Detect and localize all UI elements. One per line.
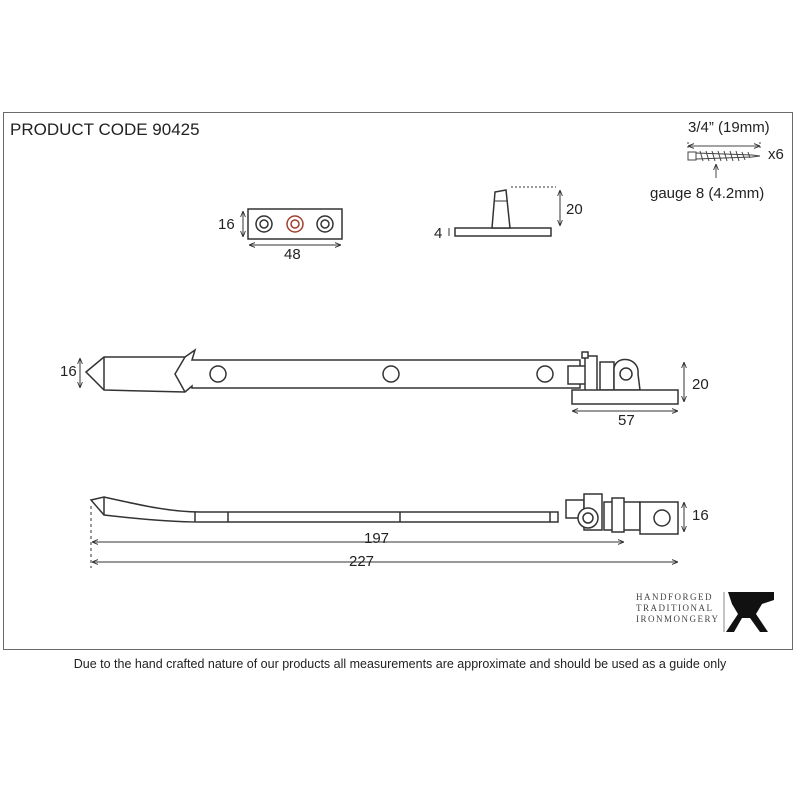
screw-icon [687, 142, 761, 178]
pin-plate-drawing [243, 208, 343, 245]
stay-side-height: 16 [692, 507, 709, 524]
bracket-height: 20 [692, 376, 709, 393]
pin-plate-height: 16 [218, 216, 235, 233]
brand-text: HANDFORGED TRADITIONAL IRONMONGERY [636, 592, 720, 625]
brand-line-2: TRADITIONAL [636, 603, 714, 613]
pin-base: 4 [434, 225, 443, 242]
stay-top-height: 16 [60, 363, 77, 380]
drawing-frame [3, 112, 793, 650]
screw-gauge: gauge 8 (4.2mm) [650, 185, 765, 202]
stay-side-view [89, 493, 684, 568]
pin-drawing [448, 186, 560, 237]
bracket-width: 57 [618, 412, 635, 429]
product-code: PRODUCT CODE 90425 [10, 120, 200, 139]
screw-length: 3/4” (19mm) [688, 119, 770, 136]
anvil-icon [726, 592, 774, 632]
brand-line-1: HANDFORGED [636, 592, 714, 602]
pin-plate-width: 48 [284, 246, 301, 263]
pin-height: 20 [566, 201, 583, 218]
stay-top-view [80, 348, 684, 411]
disclaimer: Due to the hand crafted nature of our pr… [73, 657, 727, 671]
overall-length: 227 [349, 553, 375, 570]
pivot-length: 197 [364, 530, 390, 547]
brand-line-3: IRONMONGERY [636, 614, 720, 624]
screw-quantity: x6 [768, 146, 784, 163]
